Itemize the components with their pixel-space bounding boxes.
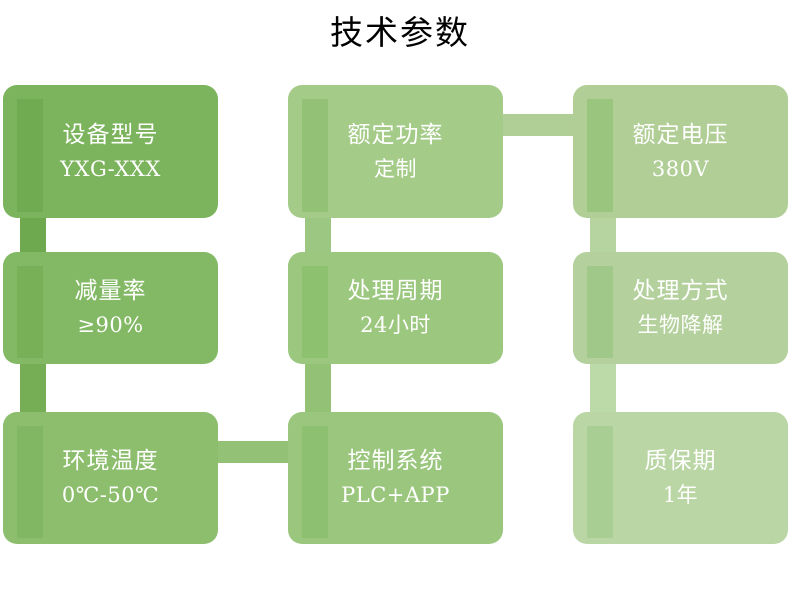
card-value: YXG-XXX — [60, 156, 161, 181]
card-value: 1年 — [662, 483, 699, 507]
card-device-model[interactable]: 设备型号 YXG-XXX — [3, 85, 218, 218]
card-accent-bar — [17, 426, 43, 538]
page-title: 技术参数 — [330, 13, 470, 52]
card-warranty-period[interactable]: 质保期 1年 — [573, 412, 788, 544]
card-value: PLC+APP — [341, 483, 450, 507]
card-accent-bar — [17, 99, 43, 212]
card-title: 质保期 — [644, 448, 717, 474]
card-accent-bar — [587, 266, 613, 358]
card-value: ≥90% — [77, 313, 144, 337]
card-rated-voltage[interactable]: 额定电压 380V — [573, 85, 788, 218]
card-value: 0℃-50℃ — [61, 483, 160, 507]
card-accent-bar — [302, 266, 328, 358]
card-value: 定制 — [374, 156, 417, 181]
card-value: 生物降解 — [637, 313, 724, 337]
card-control-system[interactable]: 控制系统 PLC+APP — [288, 412, 503, 544]
card-title: 控制系统 — [347, 448, 444, 474]
card-reduction-rate[interactable]: 减量率 ≥90% — [3, 252, 218, 364]
card-title: 减量率 — [74, 278, 147, 304]
card-title: 处理周期 — [347, 278, 444, 304]
card-accent-bar — [17, 266, 43, 358]
card-treatment-cycle[interactable]: 处理周期 24小时 — [288, 252, 503, 364]
card-value: 24小时 — [360, 313, 431, 337]
card-accent-bar — [302, 99, 328, 212]
card-value: 380V — [651, 156, 710, 181]
card-treatment-method[interactable]: 处理方式生物降解 — [573, 252, 788, 364]
card-accent-bar — [302, 426, 328, 538]
card-title: 额定电压 — [632, 121, 729, 148]
card-ambient-temperature[interactable]: 环境温度 0℃-50℃ — [3, 412, 218, 544]
card-title: 设备型号 — [62, 121, 159, 148]
card-title: 环境温度 — [62, 448, 159, 474]
card-accent-bar — [587, 99, 613, 212]
card-title: 额定功率 — [347, 121, 444, 148]
card-title: 处理方式 — [632, 278, 729, 304]
card-accent-bar — [587, 426, 613, 538]
card-rated-power[interactable]: 额定功率定制 — [288, 85, 503, 218]
